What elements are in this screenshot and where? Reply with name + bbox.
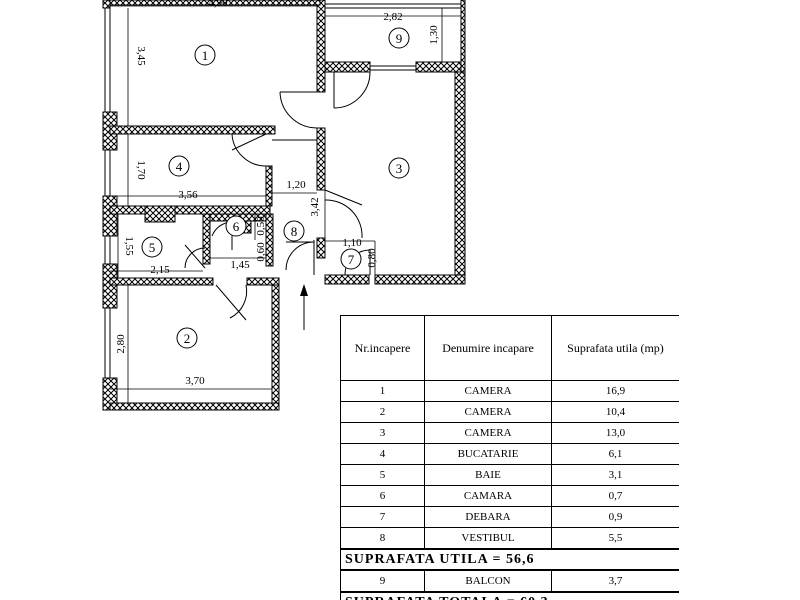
table-header-row: Nr.incapere Denumire incapare Suprafata … <box>340 315 679 381</box>
room-9-number: 9 <box>396 31 403 46</box>
room-4-number: 4 <box>176 159 183 174</box>
header-nr: Nr.incapere <box>340 315 425 381</box>
room-7-number: 7 <box>348 252 355 267</box>
row-area: 0,9 <box>551 506 679 528</box>
dim-120: 1,20 <box>286 179 306 191</box>
table-row: 8 VESTIBUL 5,5 <box>340 527 679 550</box>
dim-345: 3,45 <box>135 46 147 66</box>
walls <box>102 0 466 411</box>
dim-370: 3,70 <box>185 375 205 387</box>
dim-342: 3,42 <box>309 197 321 216</box>
entrance-arrow-icon <box>300 284 308 330</box>
room-6-number: 6 <box>233 219 240 234</box>
table-row: 2 CAMERA 10,4 <box>340 401 679 423</box>
row-area: 10,4 <box>551 401 679 423</box>
row-nr: 6 <box>340 485 425 507</box>
room-8-number: 8 <box>291 224 298 239</box>
table-row: 1 CAMERA 16,9 <box>340 380 679 402</box>
total-area: SUPRAFATA TOTALA = 60,3 <box>340 591 679 600</box>
header-area: Suprafata utila (mp) <box>551 315 679 381</box>
row-nr: 1 <box>340 380 425 402</box>
table-row: 5 BAIE 3,1 <box>340 464 679 486</box>
area-table: Nr.incapere Denumire incapare Suprafata … <box>340 315 679 600</box>
row-name: CAMERA <box>424 401 552 423</box>
balcony-nr: 9 <box>340 569 425 593</box>
dimension-labels: 4,90 3,45 2,82 1,30 1,70 3,56 1,20 3,42 … <box>115 0 440 387</box>
useful-area-total: SUPRAFATA UTILA = 56,6 <box>340 548 679 571</box>
room-2-number: 2 <box>184 331 191 346</box>
room-5-number: 5 <box>149 240 156 255</box>
header-name: Denumire incapare <box>424 315 552 381</box>
row-area: 13,0 <box>551 422 679 444</box>
dim-050: 0,50 <box>255 216 267 236</box>
row-name: CAMERA <box>424 422 552 444</box>
useful-area-total-row: SUPRAFATA UTILA = 56,6 <box>340 548 679 571</box>
row-nr: 2 <box>340 401 425 423</box>
dim-130: 1,30 <box>428 25 440 45</box>
balcony-area: 3,7 <box>551 569 679 593</box>
row-area: 3,1 <box>551 464 679 486</box>
dim-215: 2,15 <box>150 264 170 276</box>
dim-490: 4,90 <box>208 0 228 9</box>
row-nr: 3 <box>340 422 425 444</box>
table-row: 6 CAMARA 0,7 <box>340 485 679 507</box>
row-nr: 7 <box>340 506 425 528</box>
balcony-name: BALCON <box>424 569 552 593</box>
row-area: 16,9 <box>551 380 679 402</box>
room-numbers: 1 2 3 4 5 6 7 8 9 <box>149 31 403 346</box>
dim-145: 1,45 <box>230 259 250 271</box>
row-nr: 4 <box>340 443 425 465</box>
row-area: 5,5 <box>551 527 679 550</box>
dim-170: 1,70 <box>135 160 147 180</box>
row-name: BAIE <box>424 464 552 486</box>
row-name: CAMARA <box>424 485 552 507</box>
table-row: 4 BUCATARIE 6,1 <box>340 443 679 465</box>
row-name: CAMERA <box>424 380 552 402</box>
dimension-lines <box>110 5 461 403</box>
table-row-balcony: 9 BALCON 3,7 <box>340 569 679 593</box>
dim-280: 2,80 <box>115 334 127 354</box>
row-area: 6,1 <box>551 443 679 465</box>
room-3-number: 3 <box>396 161 403 176</box>
row-area: 0,7 <box>551 485 679 507</box>
total-area-row: SUPRAFATA TOTALA = 60,3 <box>340 591 679 600</box>
row-name: BUCATARIE <box>424 443 552 465</box>
area-table-container: Nr.incapere Denumire incapare Suprafata … <box>340 315 679 600</box>
table-row: 7 DEBARA 0,9 <box>340 506 679 528</box>
dim-155: 1,55 <box>123 236 135 256</box>
row-name: DEBARA <box>424 506 552 528</box>
table-row: 3 CAMERA 13,0 <box>340 422 679 444</box>
row-name: VESTIBUL <box>424 527 552 550</box>
dim-080: 0,80 <box>366 248 378 268</box>
dim-282: 2,82 <box>383 11 402 23</box>
dim-356: 3,56 <box>178 189 198 201</box>
room-1-number: 1 <box>202 48 209 63</box>
row-nr: 5 <box>340 464 425 486</box>
room-labels <box>141 27 410 349</box>
dim-110: 1,10 <box>342 237 362 249</box>
row-nr: 8 <box>340 527 425 550</box>
doors <box>184 71 371 321</box>
window-lines <box>104 3 461 378</box>
dim-060: 0,60 <box>255 242 267 262</box>
